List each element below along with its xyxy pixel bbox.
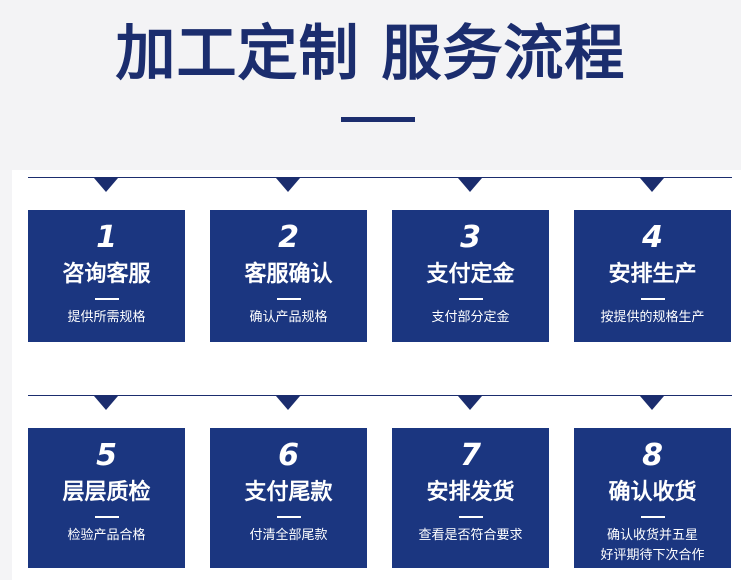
step-title: 客服确认 (244, 262, 333, 287)
step-number: 3 (460, 220, 481, 255)
step-title: 层层质检 (62, 480, 151, 505)
step-title: 支付尾款 (244, 480, 333, 505)
step-3-pointer-icon (458, 178, 482, 192)
title-underline (341, 117, 415, 122)
header-section: 加工定制 服务流程 (0, 0, 741, 170)
step-desc: 提供所需规格 (67, 310, 146, 325)
step-dash (641, 298, 665, 300)
step-dash (459, 298, 483, 300)
step-number: 4 (642, 220, 663, 255)
step-title: 支付定金 (426, 262, 515, 287)
row-1-divider (28, 177, 732, 178)
step-desc: 付清全部尾款 (249, 528, 328, 543)
step-desc: 确认收货并五星 好评期待下次合作 (600, 528, 705, 563)
step-dash (459, 516, 483, 518)
step-2-pointer-icon (276, 178, 300, 192)
step-number: 6 (278, 438, 299, 473)
step-title: 咨询客服 (62, 262, 151, 287)
step-desc: 查看是否符合要求 (418, 528, 523, 543)
step-title: 确认收货 (608, 480, 697, 505)
step-6-pointer-icon (276, 396, 300, 410)
step-card-6: 6 支付尾款 付清全部尾款 (210, 428, 367, 568)
step-7-pointer-icon (458, 396, 482, 410)
step-5-pointer-icon (94, 396, 118, 410)
step-card-8: 8 确认收货 确认收货并五星 好评期待下次合作 (574, 428, 731, 568)
step-card-5: 5 层层质检 检验产品合格 (28, 428, 185, 568)
step-dash (641, 516, 665, 518)
step-dash (95, 298, 119, 300)
step-1-pointer-icon (94, 178, 118, 192)
step-number: 8 (642, 438, 663, 473)
step-card-7: 7 安排发货 查看是否符合要求 (392, 428, 549, 568)
step-card-3: 3 支付定金 支付部分定金 (392, 210, 549, 342)
step-card-1: 1 咨询客服 提供所需规格 (28, 210, 185, 342)
step-desc: 支付部分定金 (431, 310, 510, 325)
step-dash (277, 298, 301, 300)
step-number: 2 (278, 220, 299, 255)
step-dash (95, 516, 119, 518)
step-4-pointer-icon (640, 178, 664, 192)
step-desc: 按提供的规格生产 (600, 310, 705, 325)
step-8-pointer-icon (640, 396, 664, 410)
page-title: 加工定制 服务流程 (115, 19, 626, 89)
step-number: 7 (460, 438, 481, 473)
step-card-2: 2 客服确认 确认产品规格 (210, 210, 367, 342)
step-number: 5 (96, 438, 117, 473)
step-title: 安排生产 (608, 262, 697, 287)
step-desc: 确认产品规格 (249, 310, 328, 325)
step-desc: 检验产品合格 (67, 528, 146, 543)
step-dash (277, 516, 301, 518)
step-title: 安排发货 (426, 480, 515, 505)
step-number: 1 (96, 220, 117, 255)
step-card-4: 4 安排生产 按提供的规格生产 (574, 210, 731, 342)
row-2-divider (28, 395, 732, 396)
